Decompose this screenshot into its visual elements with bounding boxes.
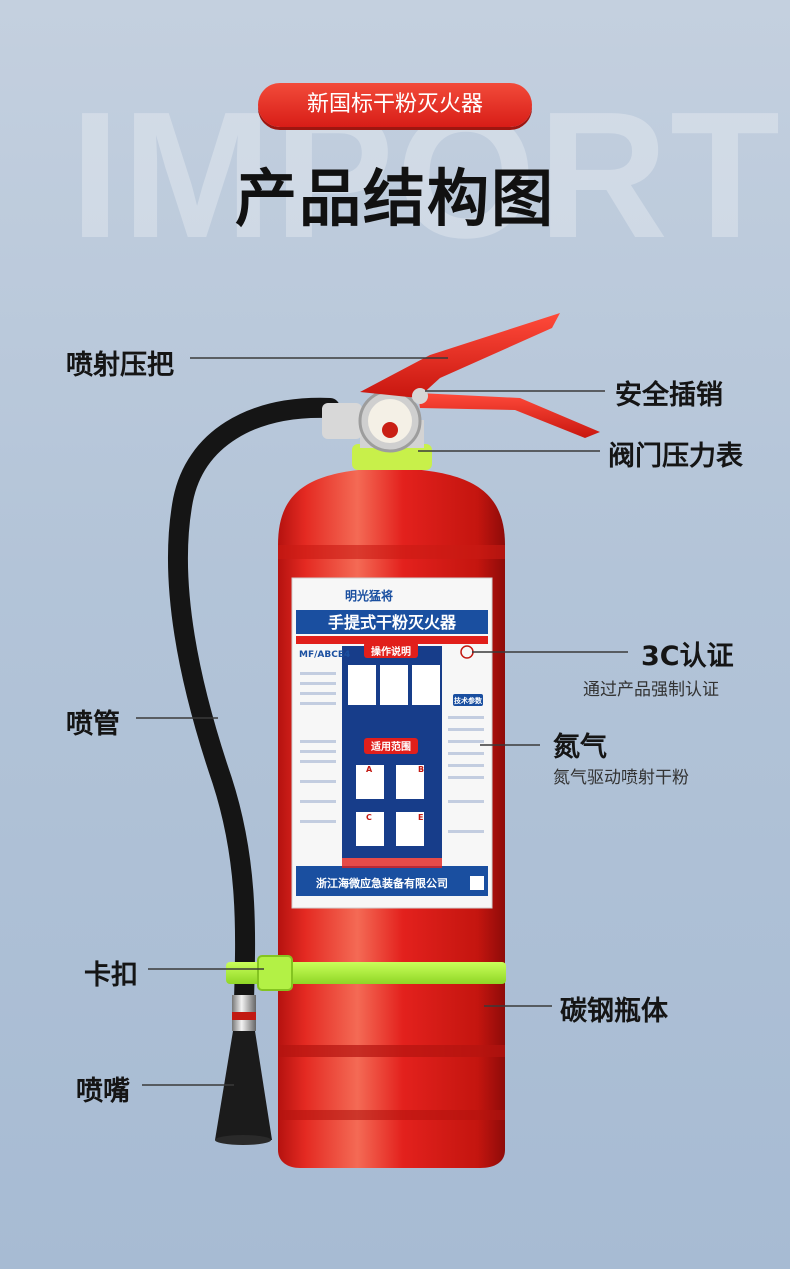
- label-class-b: B: [418, 765, 424, 774]
- callout-nitrogen-desc: 氮气驱动喷射干粉: [553, 768, 689, 788]
- callout-pressure-gauge: 阀门压力表: [608, 441, 743, 472]
- callout-nitrogen: 氮气: [553, 732, 607, 763]
- callout-spray-handle: 喷射压把: [66, 350, 174, 381]
- callout-steel-body: 碳钢瓶体: [560, 996, 668, 1027]
- label-params-title: 技术参数: [454, 696, 483, 705]
- neck-collar: [352, 444, 432, 470]
- label-model: MF/ABCE4: [299, 650, 350, 660]
- label-product-name: 手提式干粉灭火器: [328, 613, 457, 632]
- callout-nozzle: 喷嘴: [76, 1076, 130, 1107]
- callout-clip: 卡扣: [84, 960, 138, 991]
- page-title: 产品结构图: [234, 162, 555, 235]
- label-class-e: E: [418, 813, 423, 822]
- product-badge: 新国标干粉灭火器: [258, 83, 532, 127]
- clip-strap: [226, 962, 506, 984]
- callout-3c-cert-desc: 通过产品强制认证: [583, 680, 719, 700]
- spray-handle: [360, 313, 560, 398]
- label-scope-title: 适用范围: [371, 740, 411, 753]
- callout-3c-cert: 3C认证: [641, 641, 734, 672]
- label-brand: 明光猛将: [345, 588, 393, 603]
- label-class-c: C: [366, 813, 372, 822]
- callout-hose: 喷管: [66, 709, 120, 740]
- callout-safety-pin: 安全插销: [615, 380, 723, 411]
- label-company: 浙江海微应急装备有限公司: [316, 876, 448, 890]
- label-operation-title: 操作说明: [371, 645, 411, 658]
- label-class-a: A: [366, 765, 373, 774]
- hose: [167, 397, 340, 1010]
- nozzle: [215, 1031, 272, 1140]
